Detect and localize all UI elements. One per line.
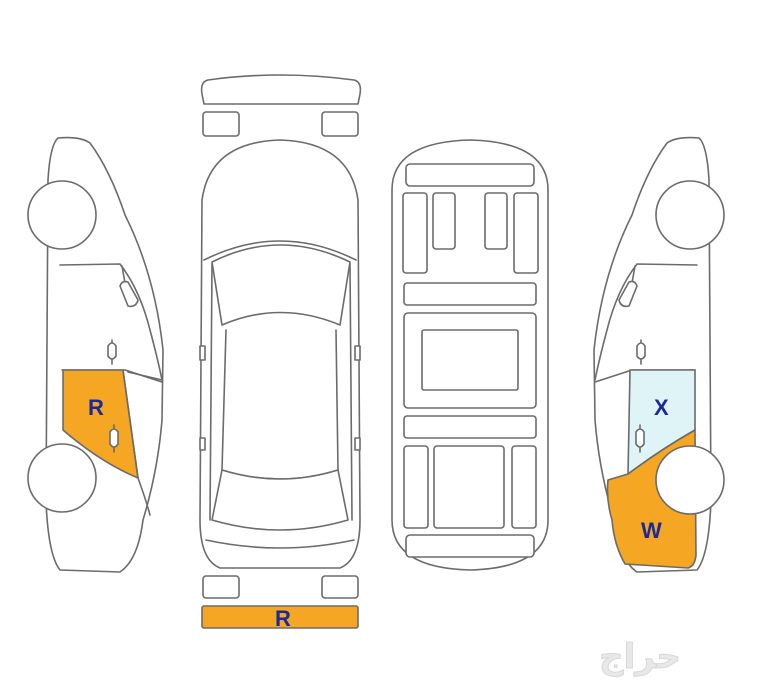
spare-well — [433, 445, 505, 529]
right-mirror-top — [354, 345, 361, 361]
left-mirror-top — [199, 345, 206, 361]
right-mirror — [618, 280, 638, 308]
left-door-label: R — [88, 395, 104, 420]
rear-crossmember — [403, 415, 537, 439]
left-rear-wheel — [27, 443, 97, 513]
trunk-line — [205, 539, 355, 549]
firewall-panel — [403, 282, 537, 306]
left-mirror — [119, 280, 139, 308]
left-door-seam — [122, 369, 139, 479]
right-roof-line — [594, 263, 698, 381]
rear-left-rail — [403, 445, 429, 529]
right-window-label: X — [654, 395, 669, 420]
front-right-rail — [513, 192, 539, 274]
floor-panel-inner — [421, 329, 519, 391]
front-bumper — [200, 74, 362, 105]
right-rear-handle — [635, 424, 645, 453]
rear-panel — [405, 534, 535, 558]
haraj-watermark: حراج — [599, 637, 681, 677]
left-window-line — [127, 371, 163, 381]
left-handle-top — [199, 437, 206, 451]
front-inner-right — [484, 192, 508, 250]
right-side-view: X W — [593, 136, 725, 573]
front-left-headlight — [202, 111, 240, 137]
right-front-wheel — [655, 180, 725, 250]
underside-view — [391, 139, 549, 571]
rear-left-taillight — [202, 575, 240, 599]
front-right-headlight — [321, 111, 359, 137]
rear-right-rail — [511, 445, 537, 529]
hood-line — [203, 240, 357, 261]
left-pillar-strip — [209, 263, 213, 521]
front-left-rail — [402, 192, 428, 274]
right-pillar-strip — [349, 263, 353, 521]
windshield — [211, 244, 351, 326]
top-view: R — [199, 74, 362, 631]
right-door-label: W — [641, 518, 662, 543]
left-side-view: R — [27, 136, 164, 573]
right-front-handle — [636, 339, 646, 365]
rear-bumper — [201, 605, 359, 629]
right-handle-top — [354, 437, 361, 451]
left-front-wheel — [27, 180, 97, 250]
front-inner-left — [432, 192, 456, 250]
front-panel — [405, 163, 535, 187]
rear-bumper-label: R — [275, 606, 291, 631]
rear-window — [211, 469, 349, 531]
left-roof-line — [59, 263, 163, 381]
left-front-handle — [107, 339, 117, 365]
left-lower-line — [137, 477, 151, 516]
left-rear-handle — [109, 424, 119, 453]
rear-right-taillight — [321, 575, 359, 599]
right-rear-wheel — [655, 445, 725, 515]
